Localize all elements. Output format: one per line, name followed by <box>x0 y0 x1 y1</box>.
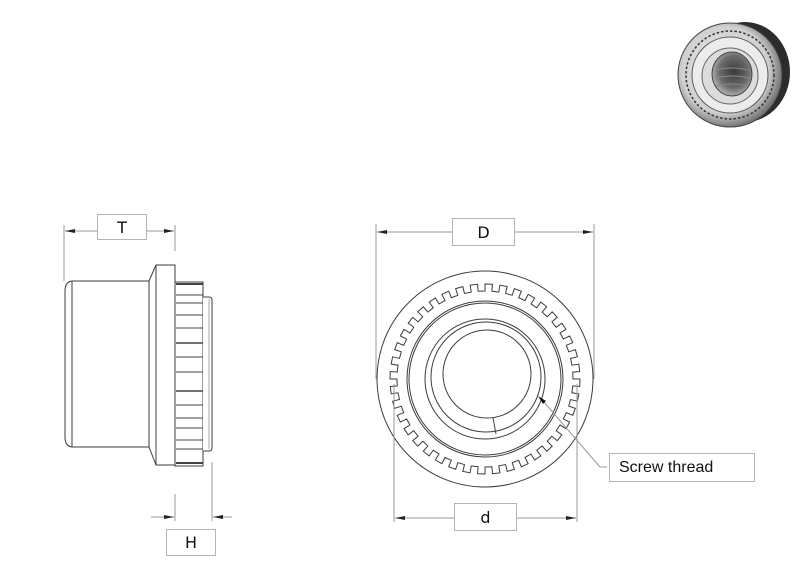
front-view-dimensions <box>375 224 595 522</box>
dimension-label-H: H <box>166 529 216 556</box>
callout-screw-thread: Screw thread <box>609 453 755 482</box>
dimension-label-d: d <box>454 503 517 531</box>
screw-thread-leader <box>538 396 607 468</box>
side-view <box>64 264 213 467</box>
dimension-label-D: D <box>452 218 515 246</box>
side-view-dimensions <box>63 225 232 521</box>
isometric-render <box>677 22 790 128</box>
front-view <box>376 270 594 488</box>
dimension-label-T: T <box>97 214 147 240</box>
